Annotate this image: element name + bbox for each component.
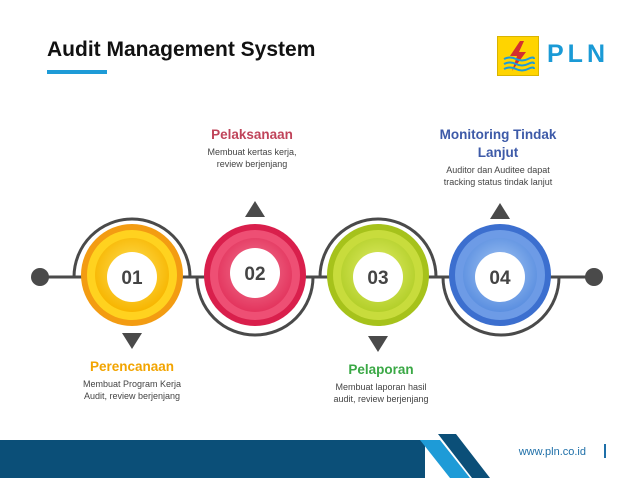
step-label-2: Pelaksanaan Membuat kertas kerja, review… (177, 126, 327, 170)
pln-logo-text: PLN (547, 40, 609, 68)
arc-step-2 (195, 276, 315, 337)
arc-step-4 (441, 276, 561, 337)
pln-logo-icon (497, 36, 539, 76)
footer-accent-1 (420, 440, 470, 478)
step-title-2: Pelaksanaan (211, 127, 293, 142)
step-number-2: 02 (244, 264, 265, 285)
pointer-up-4 (490, 203, 510, 219)
step-desc-1: Membuat Program Kerja Audit, review berj… (82, 379, 182, 401)
step-number-4: 04 (489, 268, 511, 289)
step-label-1: Perencanaan Membuat Program Kerja Audit,… (57, 358, 207, 402)
step-circle-03 (327, 224, 429, 326)
page-title: Audit Management System (47, 38, 316, 61)
timeline-start-dot (31, 268, 49, 286)
footer-divider (604, 444, 606, 458)
arc-step-1 (72, 217, 192, 278)
title-underline (47, 70, 107, 74)
step-title-1: Perencanaan (89, 359, 175, 374)
step-title-4: Monitoring Tindak Lanjut (439, 127, 557, 160)
step-circle-01 (81, 224, 183, 326)
arc-step-3 (318, 217, 438, 278)
pointer-up-2 (245, 201, 265, 217)
footer-url-link[interactable]: www.pln.co.id (518, 446, 586, 458)
footer-stripe (0, 440, 425, 478)
step-desc-2: Membuat kertas kerja, review berjenjang (207, 147, 297, 169)
step-circle-02 (204, 224, 306, 326)
step-desc-3: Membuat laporan hasil audit, review berj… (333, 382, 429, 404)
step-circle-04 (449, 224, 551, 326)
footer-accent-2 (438, 434, 490, 478)
step-number-3: 03 (367, 268, 388, 289)
pointer-down-3 (368, 336, 388, 352)
step-title-3: Pelaporan (348, 362, 414, 377)
step-desc-4: Auditor dan Auditee dapat tracking statu… (443, 165, 553, 187)
step-label-4: Monitoring Tindak Lanjut Auditor dan Aud… (423, 126, 573, 188)
timeline-end-dot (585, 268, 603, 286)
step-label-3: Pelaporan Membuat laporan hasil audit, r… (306, 361, 456, 405)
step-number-1: 01 (121, 268, 143, 289)
pointer-down-1 (122, 333, 142, 349)
